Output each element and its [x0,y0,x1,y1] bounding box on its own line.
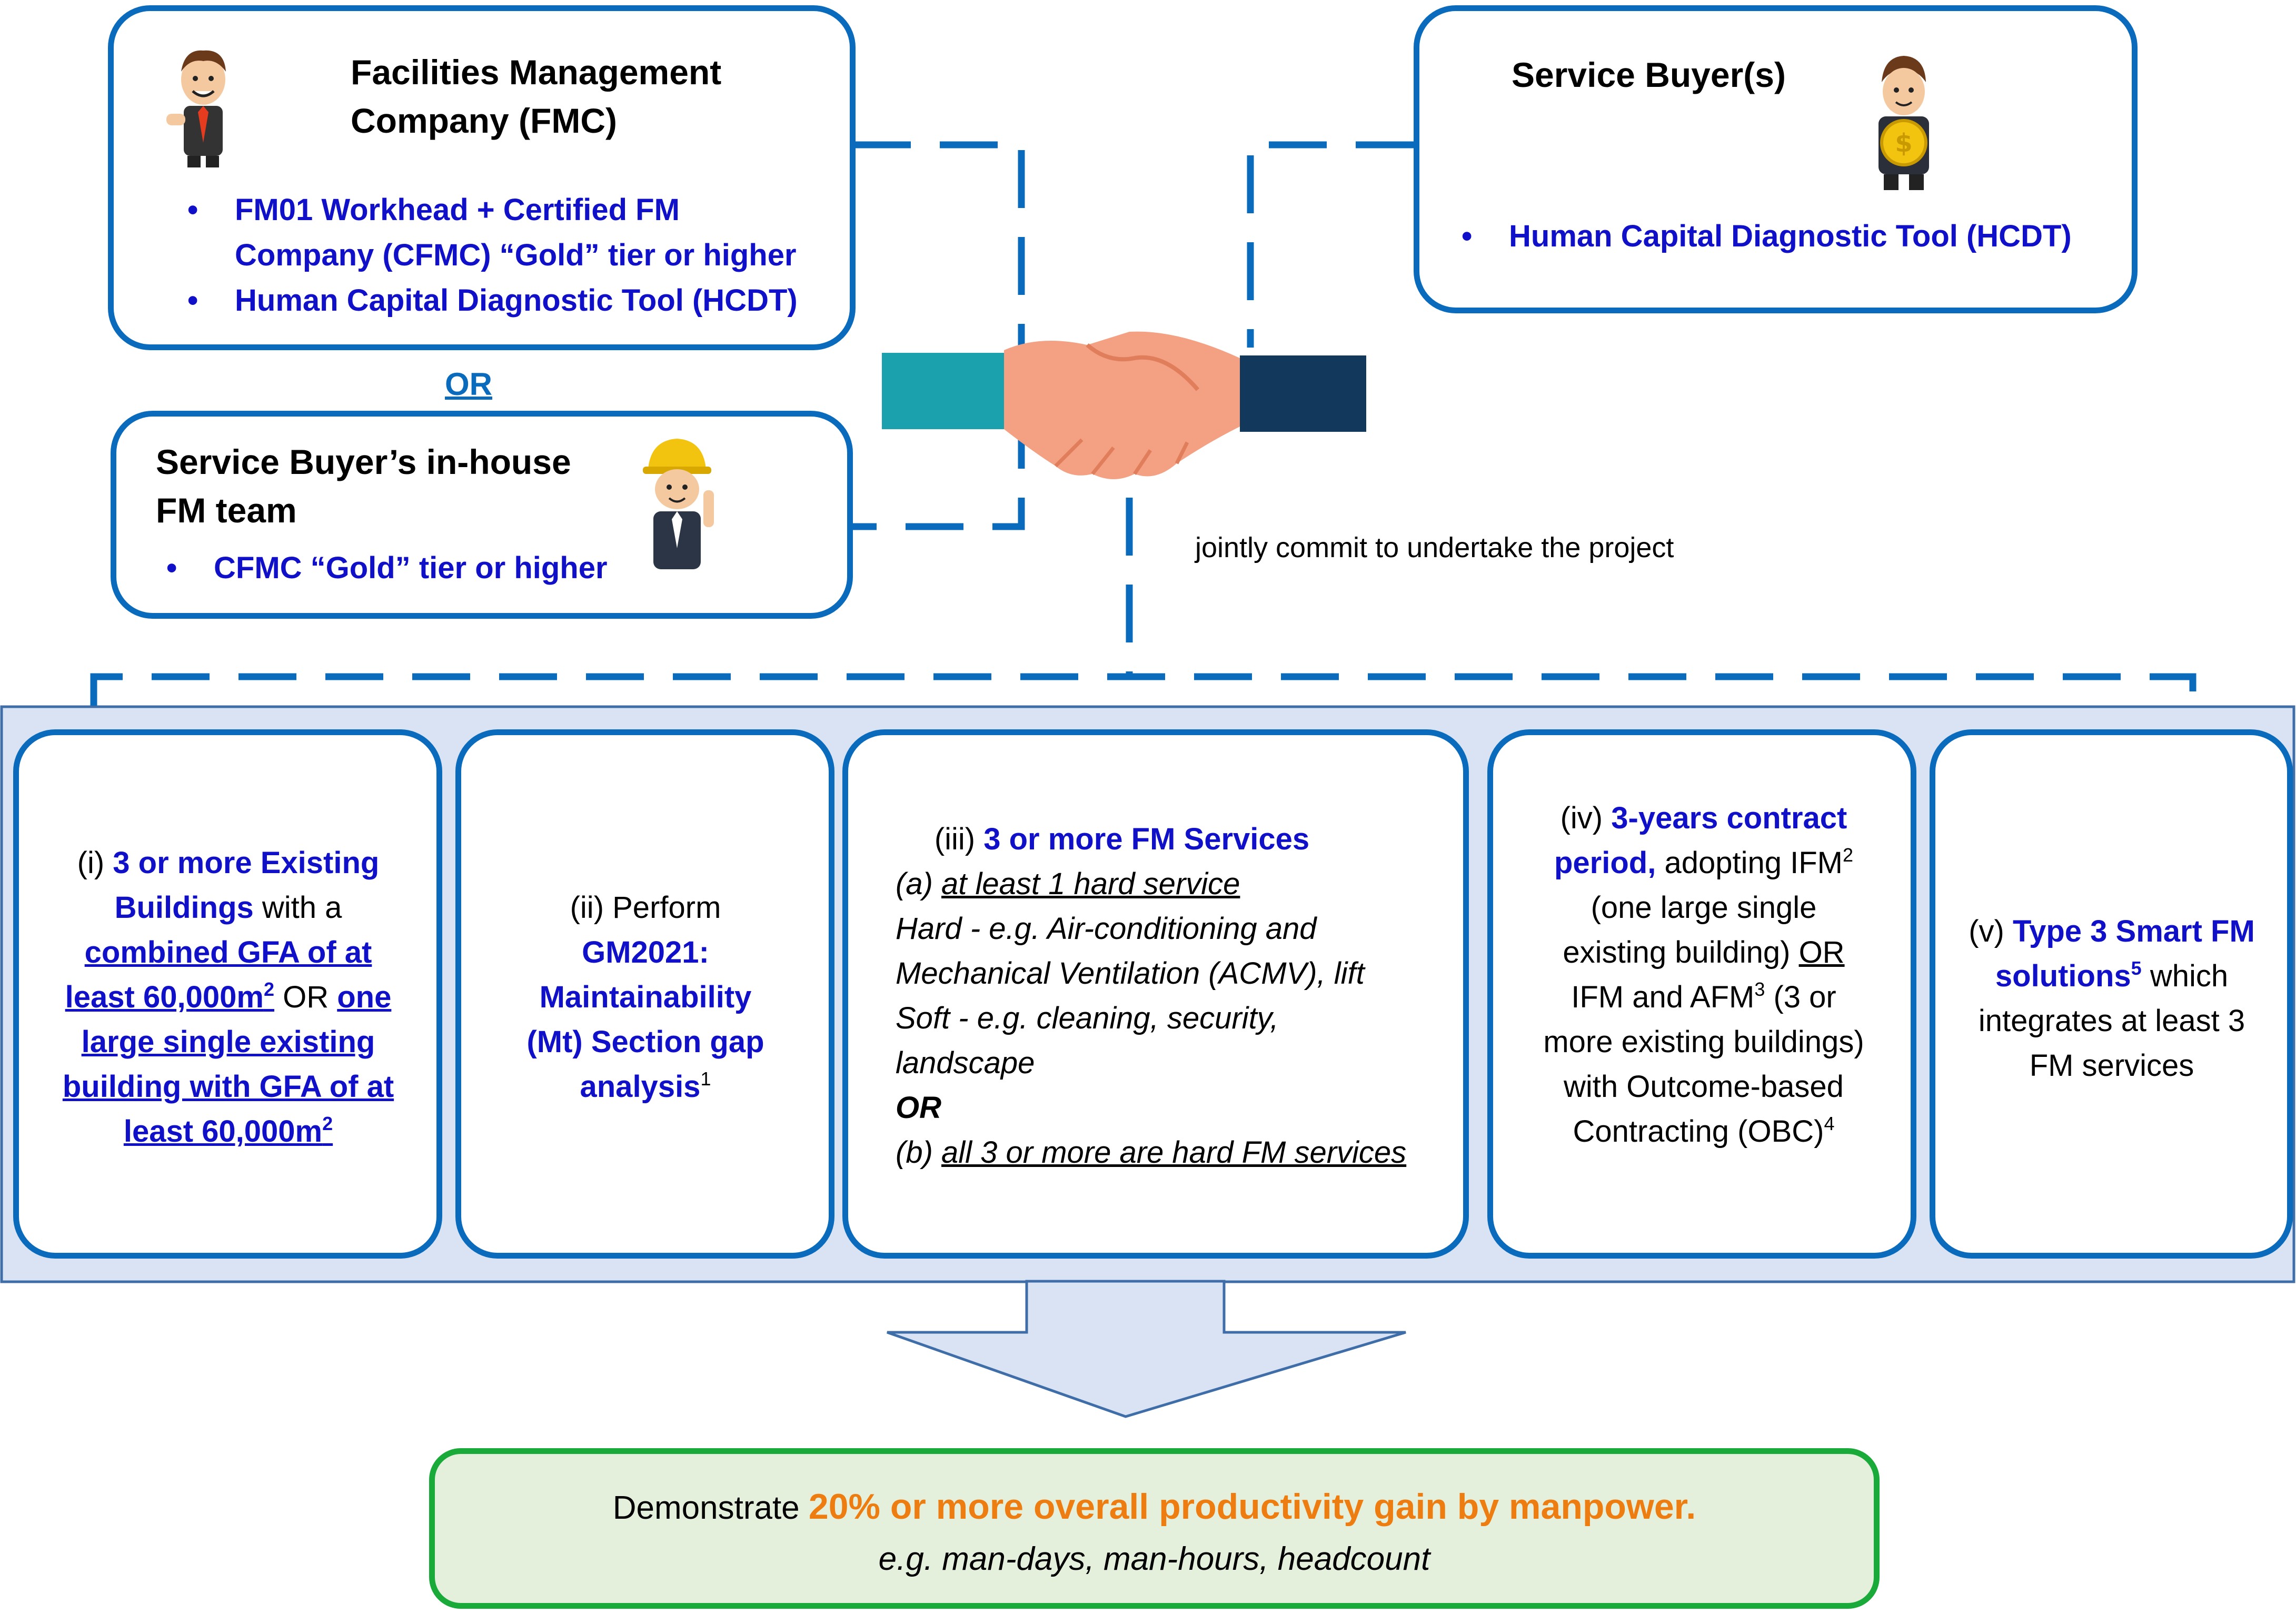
fmc-bullet-1: • FM01 Workhead + Certified FM Company (… [187,193,797,272]
criterion-5-text: (v) Type 3 Smart FM solutions5 which int… [1969,914,2255,1083]
criterion-3-box: (iii) 3 or more FM Services (a) at least… [842,729,1469,1259]
inhouse-title: Service Buyer’s in-house FM team [156,442,571,530]
or-label: OR [445,367,492,402]
connector-buyer [1247,141,1414,348]
connector-criteria [90,673,2196,706]
engineer-hardhat-icon [630,432,724,580]
inhouse-bullets: • CFMC “Gold” tier or higher [161,546,714,591]
handshake-icon [882,326,1366,479]
buyer-box: Service Buyer(s) $ • Human Capital Diagn… [1414,5,2138,313]
criterion-2-box: (ii) Perform GM2021: Maintainability (Mt… [455,729,834,1259]
criterion-3-text: (iii) 3 or more FM Services (a) at least… [896,822,1407,1170]
criterion-4-box: (iv) 3-years contract period, adopting I… [1487,729,1916,1259]
fmc-bullets: • FM01 Workhead + Certified FM Company (… [182,187,846,323]
buyer-bullet-1: • Human Capital Diagnostic Tool (HCDT) [1462,219,2072,253]
commit-text: jointly commit to undertake the project [1195,532,1674,563]
down-arrow [887,1280,1406,1418]
outcome-box: Demonstrate 20% or more overall producti… [429,1448,1880,1609]
svg-text:$: $ [1895,128,1912,158]
buyer-bullets: • Human Capital Diagnostic Tool (HCDT) [1456,214,2114,259]
businessman-icon [164,43,243,169]
criterion-1-box: (i) 3 or more Existing Buildings with a … [13,729,442,1259]
criterion-2-text: (ii) Perform GM2021: Maintainability (Mt… [526,890,764,1104]
criterion-4-text: (iv) 3-years contract period, adopting I… [1543,801,1864,1149]
buyer-coin-icon: $ [1867,51,1941,193]
buyer-title: Service Buyer(s) [1512,55,1786,94]
fmc-bullet-2: • Human Capital Diagnostic Tool (HCDT) [187,283,798,318]
inhouse-bullet-1: • CFMC “Gold” tier or higher [166,551,608,585]
inhouse-box: Service Buyer’s in-house FM team • CFMC … [111,411,853,619]
connector-fmc [853,141,1025,530]
outcome-line-1: Demonstrate 20% or more overall producti… [612,1487,1696,1527]
fmc-title: Facilities Management Company (FMC) [351,53,722,140]
criterion-1-text: (i) 3 or more Existing Buildings with a … [62,846,394,1149]
fmc-box: Facilities Management Company (FMC) • FM… [108,5,856,350]
criterion-5-box: (v) Type 3 Smart FM solutions5 which int… [1930,729,2293,1259]
outcome-line-2: e.g. man-days, man-hours, headcount [878,1541,1430,1577]
